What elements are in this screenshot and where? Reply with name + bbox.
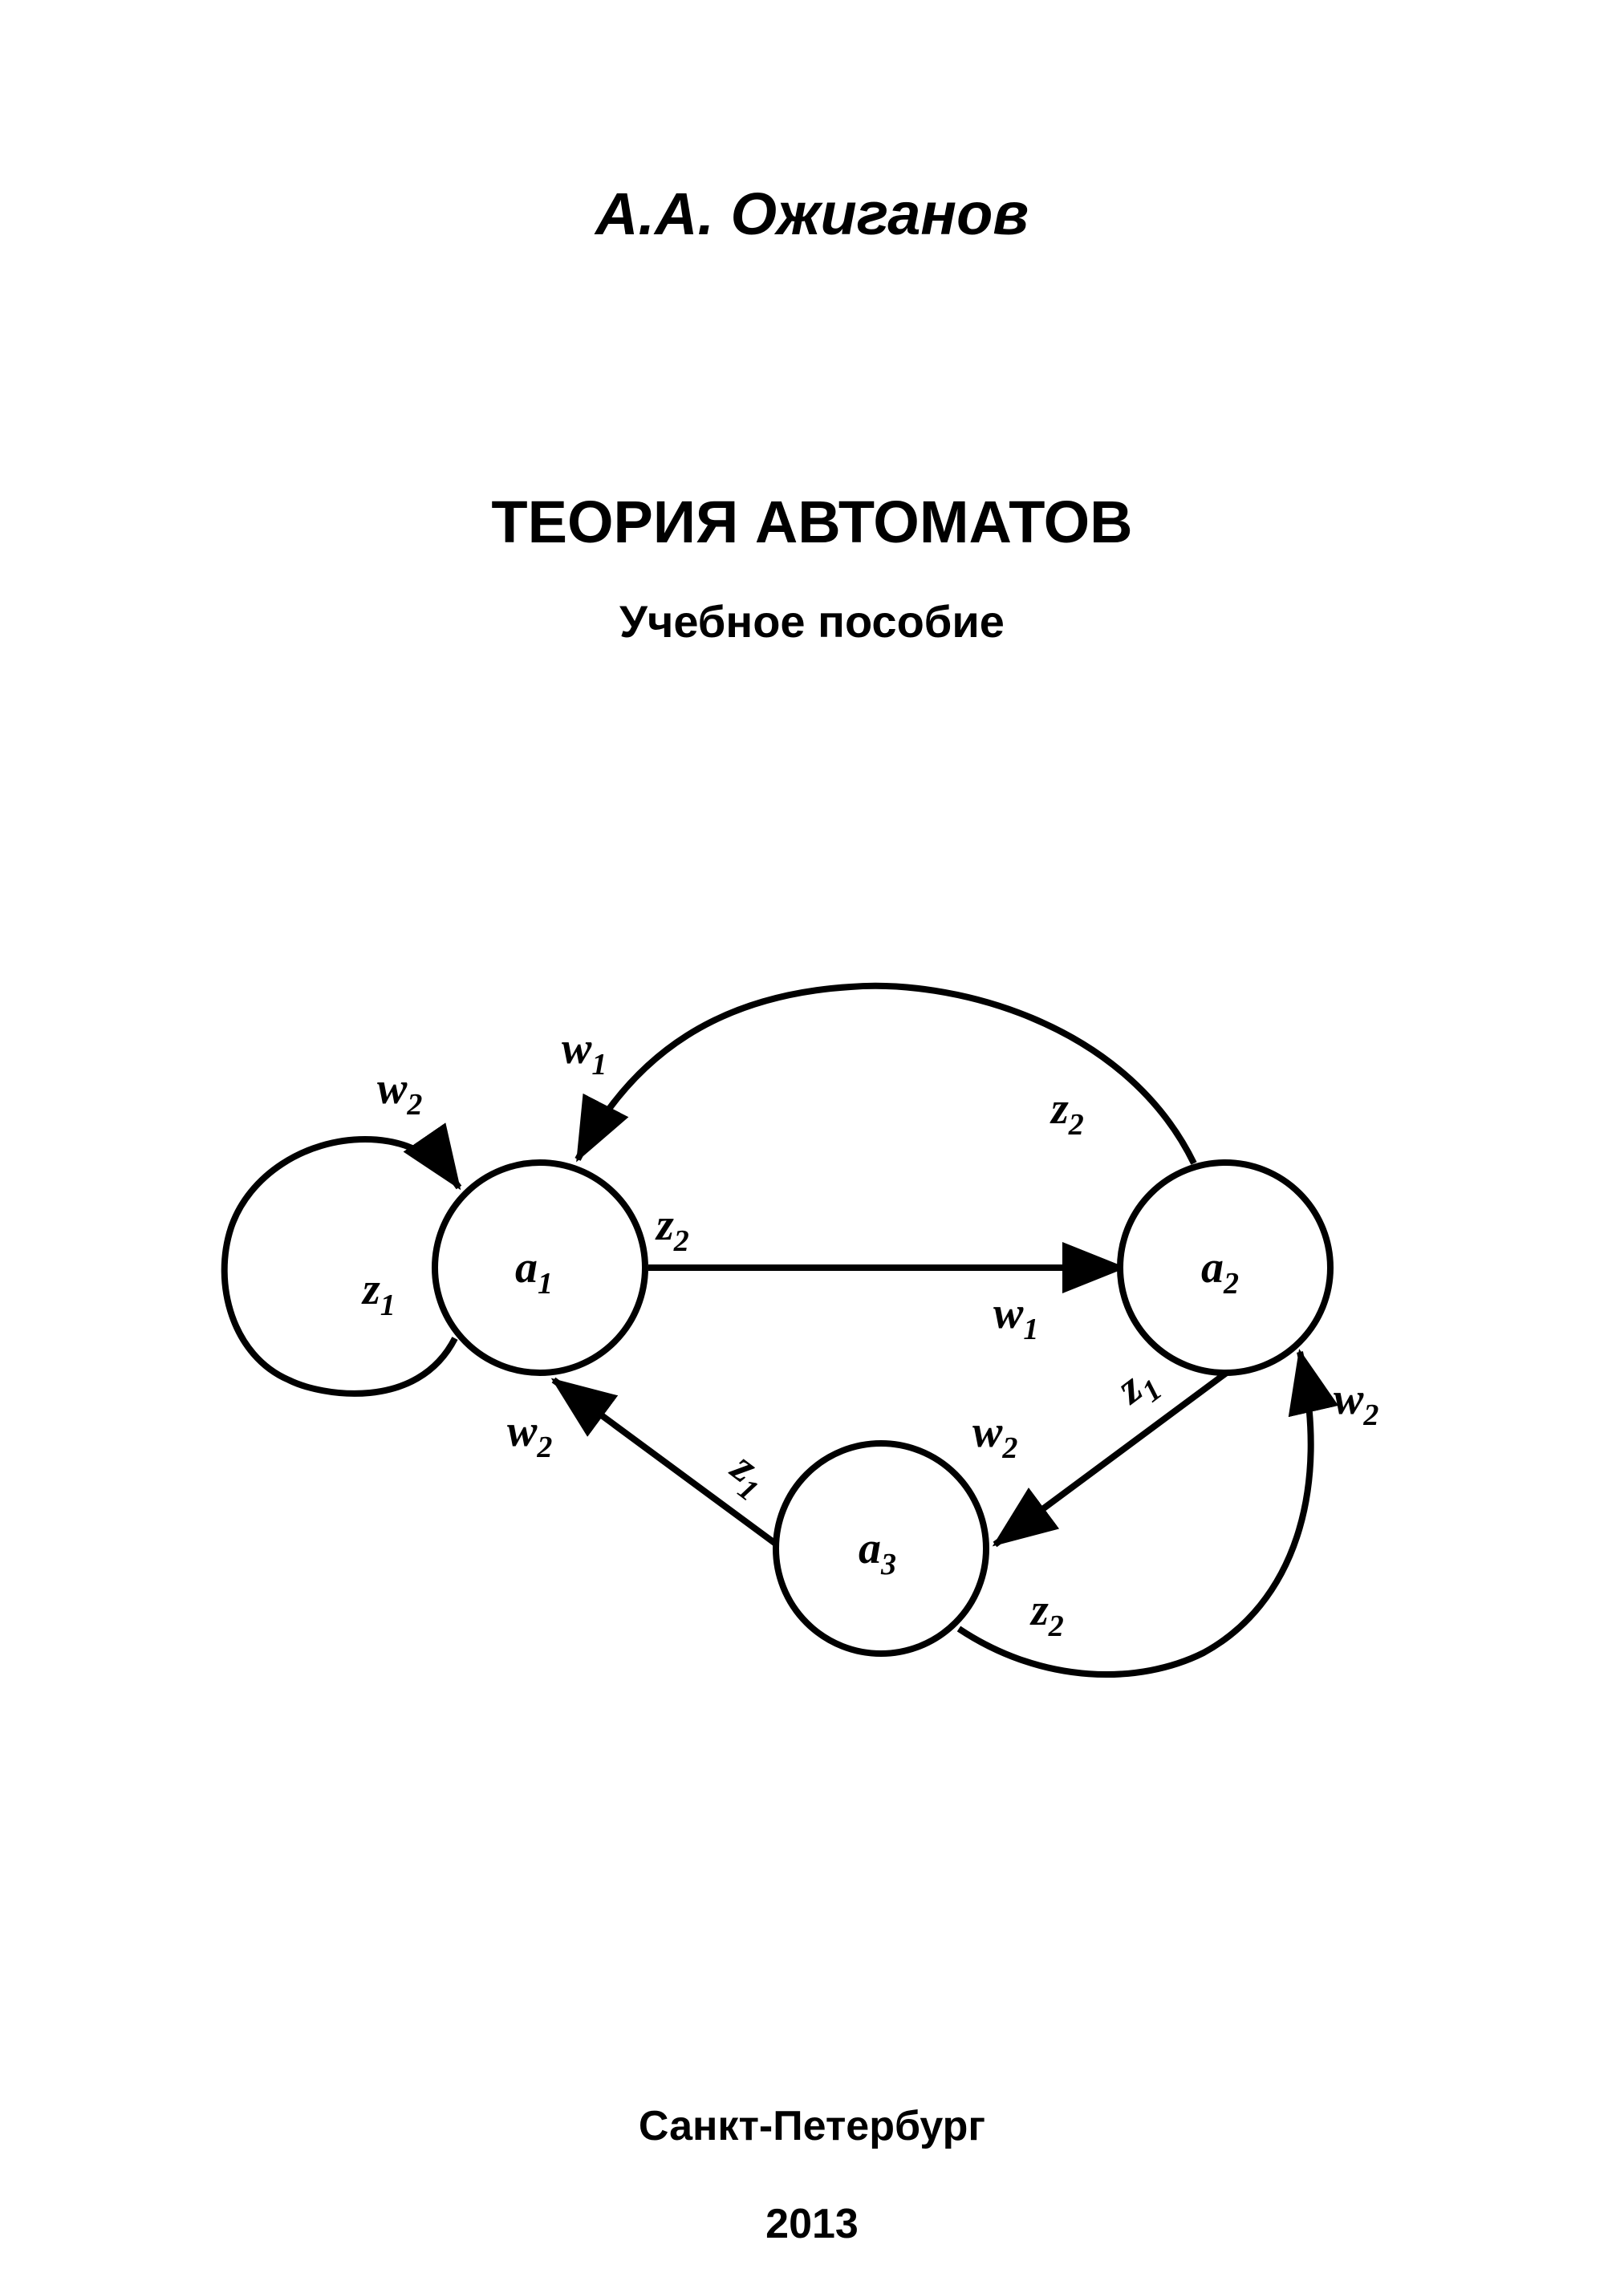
edge-a2-to-a3 bbox=[992, 1369, 1230, 1548]
edge-label-w1-top: w1 bbox=[562, 1024, 607, 1082]
book-title: ТЕОРИЯ АВТОМАТОВ bbox=[491, 489, 1133, 555]
edge-label-w2-diag: w2 bbox=[972, 1407, 1017, 1465]
state-a3-node bbox=[773, 1440, 989, 1657]
edge-label-z1-self: z1 bbox=[361, 1264, 396, 1322]
edge-label-z2-top: z2 bbox=[1050, 1084, 1084, 1142]
edge-label-w2-self: w2 bbox=[377, 1064, 422, 1122]
edge-label-w2-left: w2 bbox=[507, 1406, 552, 1464]
edge-label-z2-bottom: z2 bbox=[1029, 1585, 1064, 1643]
edge-a2-to-a1 bbox=[574, 982, 1197, 1165]
author-name: А.А. Ожиганов bbox=[595, 181, 1029, 247]
book-subtitle: Учебное пособие bbox=[619, 596, 1005, 647]
edge-a3-to-a1 bbox=[550, 1377, 779, 1548]
edge-label-w1-straight: w1 bbox=[993, 1289, 1038, 1346]
publication-year: 2013 bbox=[765, 2201, 859, 2247]
state-a1-node bbox=[432, 1159, 648, 1376]
edge-label-z1-diag: z1 bbox=[1106, 1354, 1169, 1420]
edge-label-w2-right: w2 bbox=[1334, 1374, 1378, 1432]
edge-a1-self-loop bbox=[221, 1122, 462, 1397]
edge-a3-to-a2 bbox=[956, 1349, 1339, 1678]
state-a3-label: a3 bbox=[859, 1524, 896, 1581]
state-a1-label: a1 bbox=[515, 1243, 553, 1301]
edge-label-z2-straight: z2 bbox=[655, 1200, 689, 1258]
edge-label-z1-left: z1 bbox=[717, 1441, 779, 1508]
state-a2-label: a2 bbox=[1201, 1243, 1239, 1301]
state-a2-node bbox=[1117, 1159, 1334, 1376]
publication-city: Санкт-Петербург bbox=[638, 2103, 986, 2149]
